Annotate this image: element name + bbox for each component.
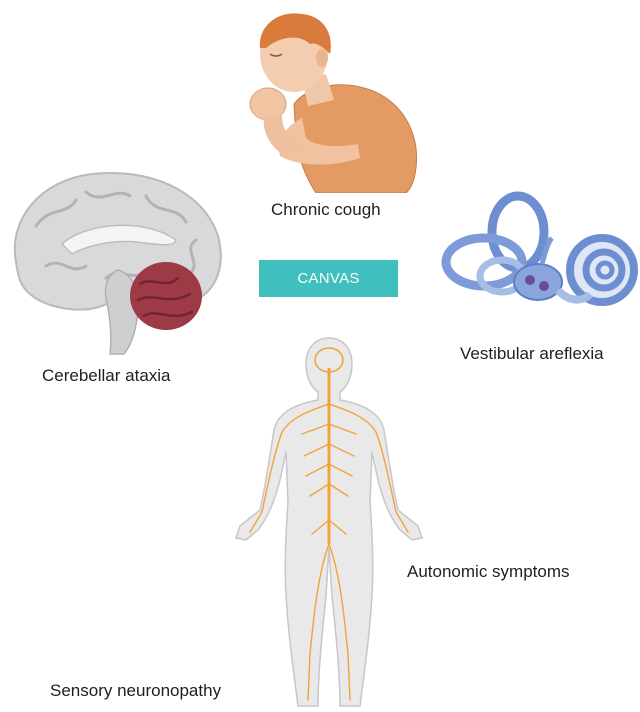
fist-shape	[250, 88, 286, 120]
ear-shape	[316, 49, 328, 67]
brain-illustration	[6, 166, 228, 356]
vestibule-shape	[514, 264, 562, 300]
body-nervous-system-illustration	[222, 334, 436, 712]
label-sensory-neuronopathy: Sensory neuronopathy	[50, 681, 221, 701]
coughing-man-illustration	[236, 8, 426, 193]
vestibule-dot-2	[539, 281, 549, 291]
cerebellum-shape	[130, 262, 202, 330]
label-autonomic-symptoms: Autonomic symptoms	[407, 562, 570, 582]
inner-ear-illustration	[438, 190, 638, 330]
label-cerebellar-ataxia: Cerebellar ataxia	[42, 366, 171, 386]
canvas-badge: CANVAS	[259, 260, 398, 297]
vestibule-dot-1	[525, 275, 535, 285]
label-vestibular-areflexia: Vestibular areflexia	[460, 344, 604, 364]
label-chronic-cough: Chronic cough	[271, 200, 381, 220]
